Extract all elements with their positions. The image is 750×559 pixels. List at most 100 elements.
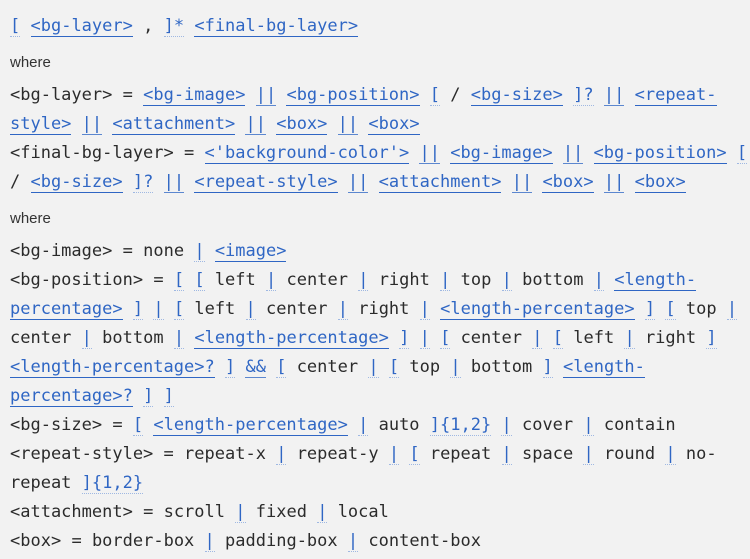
bracket-link[interactable]: | (337, 299, 348, 320)
bracket-link[interactable]: [ (388, 357, 400, 378)
bracket-link[interactable]: [ (10, 16, 21, 37)
type-link[interactable]: percentage>? (10, 386, 133, 407)
type-link[interactable]: <image> (214, 241, 287, 262)
bracket-link[interactable]: | (501, 444, 512, 465)
combinator-link[interactable]: || (562, 143, 584, 164)
bracket-link[interactable]: | (388, 444, 400, 465)
type-link[interactable]: <bg-size> (470, 85, 563, 106)
keyword-text: left (573, 328, 615, 348)
bracket-link[interactable]: | (266, 270, 277, 291)
type-link[interactable]: <box> (368, 114, 420, 135)
combinator-link[interactable]: || (511, 172, 533, 193)
type-link[interactable]: <length- (563, 357, 645, 378)
bracket-link[interactable]: | (419, 299, 430, 320)
bracket-link[interactable]: ] (163, 386, 174, 407)
type-link[interactable]: <bg-position> (286, 85, 420, 106)
bracket-link[interactable]: ] (132, 299, 144, 320)
combinator-link[interactable]: || (163, 172, 185, 193)
bracket-link[interactable]: ] (143, 386, 154, 407)
bracket-link[interactable]: ]{1,2} (81, 473, 144, 494)
type-link[interactable]: <length-percentage> (440, 299, 635, 320)
bracket-link[interactable]: ]? (132, 172, 154, 193)
bracket-link[interactable]: [ (132, 415, 144, 436)
bracket-link[interactable]: | (317, 502, 328, 523)
bracket-link[interactable]: ]{1,2} (429, 415, 492, 436)
bracket-link[interactable]: [ (276, 357, 287, 378)
combinator-link[interactable]: || (245, 114, 266, 135)
bracket-link[interactable]: ] (542, 357, 553, 378)
type-link[interactable]: <bg-layer> (30, 16, 133, 37)
bracket-link[interactable]: | (368, 357, 379, 378)
combinator-link[interactable]: || (81, 114, 103, 135)
type-link[interactable]: <length- (614, 270, 697, 291)
bracket-link[interactable]: [ (665, 299, 676, 320)
bracket-link[interactable]: | (235, 502, 246, 523)
bracket-link[interactable]: | (194, 241, 205, 262)
combinator-link[interactable]: || (603, 172, 625, 193)
type-link[interactable]: <bg-image> (450, 143, 553, 164)
type-link[interactable]: <repeat- (634, 85, 717, 106)
bracket-link[interactable]: | (624, 328, 635, 349)
bracket-link[interactable]: [ (429, 85, 441, 106)
type-link[interactable]: style> (10, 114, 72, 135)
bracket-link[interactable]: [ (440, 328, 451, 349)
type-link[interactable]: <attachment> (112, 114, 236, 135)
syntax-line: <bg-position> = [ [ left | center | righ… (10, 266, 740, 295)
combinator-link[interactable]: || (603, 85, 625, 106)
bracket-link[interactable]: ] (644, 299, 656, 320)
keyword-text: <box> (10, 531, 62, 551)
bracket-link[interactable]: [ (409, 444, 420, 465)
bracket-link[interactable]: | (276, 444, 287, 465)
bracket-link[interactable]: ]* (163, 16, 185, 37)
bracket-link[interactable]: | (204, 531, 215, 552)
bracket-link[interactable]: | (440, 270, 451, 291)
type-link[interactable]: <bg-image> (143, 85, 246, 106)
bracket-link[interactable]: | (419, 328, 430, 349)
type-link[interactable]: <box> (542, 172, 594, 193)
bracket-link[interactable]: | (532, 328, 543, 349)
bracket-link[interactable]: [ (194, 270, 205, 291)
type-link[interactable]: <box> (634, 172, 686, 193)
bracket-link[interactable]: ] (224, 357, 236, 378)
bracket-link[interactable]: | (81, 328, 92, 349)
type-link[interactable]: <final-bg-layer> (194, 16, 359, 37)
bracket-link[interactable]: | (245, 299, 256, 320)
bracket-link[interactable]: | (501, 270, 512, 291)
bracket-link[interactable]: | (583, 415, 594, 436)
bracket-link[interactable]: [ (736, 143, 748, 164)
type-link[interactable]: <bg-position> (593, 143, 727, 164)
bracket-link[interactable]: ]? (573, 85, 594, 106)
bracket-link[interactable]: | (583, 444, 594, 465)
type-link[interactable]: <length-percentage> (194, 328, 389, 349)
bracket-link[interactable]: [ (173, 270, 185, 291)
type-link[interactable]: <attachment> (378, 172, 502, 193)
combinator-link[interactable]: || (347, 172, 369, 193)
bracket-link[interactable]: | (153, 299, 164, 320)
bracket-link[interactable]: | (450, 357, 461, 378)
bracket-link[interactable]: ] (399, 328, 410, 349)
bracket-link[interactable]: [ (552, 328, 563, 349)
bracket-link[interactable]: | (501, 415, 512, 436)
bracket-link[interactable]: | (665, 444, 676, 465)
bracket-link[interactable]: | (347, 531, 359, 552)
type-link[interactable]: <bg-size> (30, 172, 123, 193)
type-link[interactable]: <repeat-style> (194, 172, 338, 193)
type-link[interactable]: <length-percentage>? (10, 357, 215, 378)
type-link[interactable]: <box> (276, 114, 328, 135)
combinator-link[interactable]: || (337, 114, 359, 135)
bracket-link[interactable]: | (358, 270, 369, 291)
combinator-link[interactable]: || (255, 85, 277, 106)
type-link[interactable]: <length-percentage> (153, 415, 348, 436)
bracket-link[interactable]: | (593, 270, 605, 291)
combinator-link[interactable]: && (245, 357, 266, 378)
combinator-link[interactable]: || (419, 143, 440, 164)
bracket-link[interactable]: | (726, 299, 738, 320)
bracket-link[interactable]: | (173, 328, 185, 349)
bracket-link[interactable]: | (358, 415, 369, 436)
type-link[interactable]: percentage> (10, 299, 123, 320)
bracket-link[interactable]: [ (173, 299, 185, 320)
type-link[interactable]: <'background-color'> (204, 143, 410, 164)
syntax-line: repeat ]{1,2} (10, 469, 740, 498)
bracket-link[interactable]: ] (706, 328, 717, 349)
